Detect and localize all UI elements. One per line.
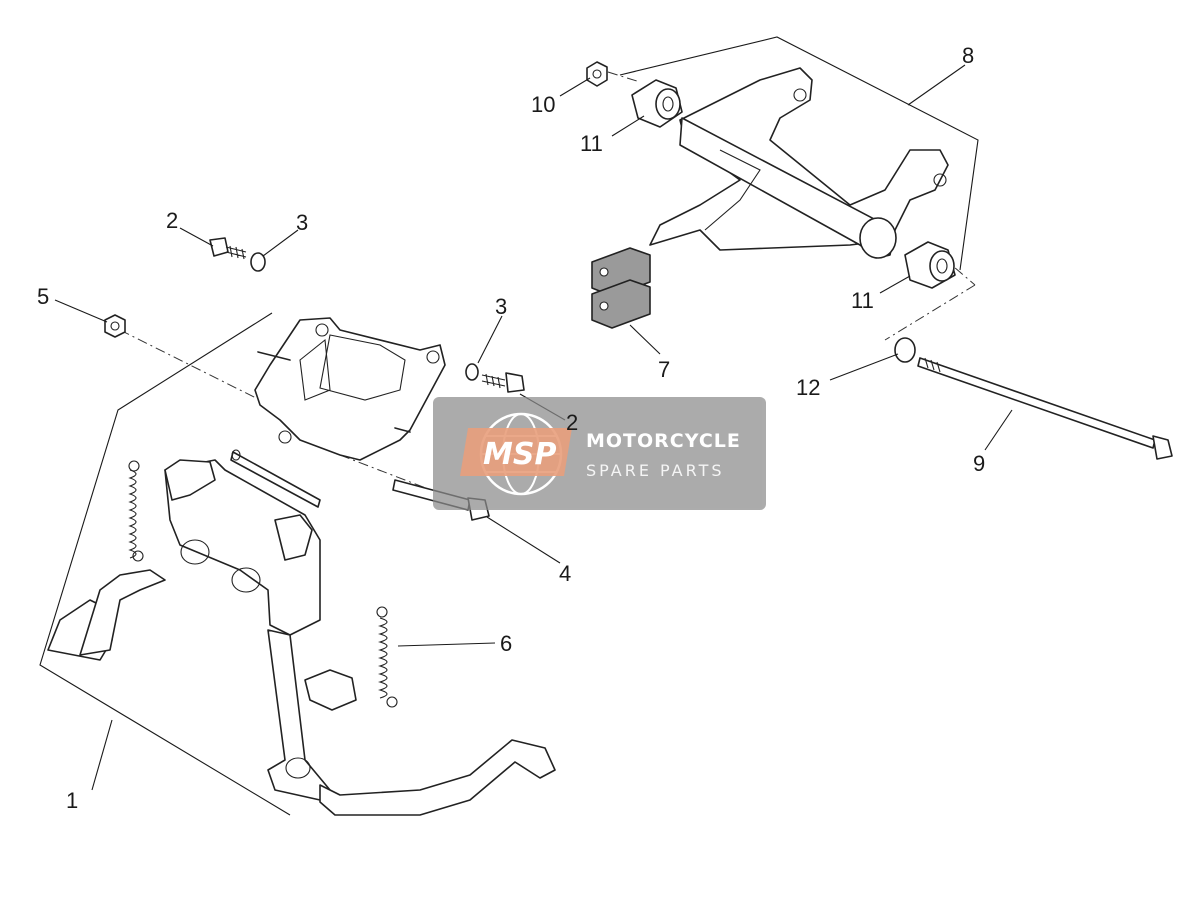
callout-8: 8 — [962, 43, 974, 68]
washer-12 — [894, 337, 916, 363]
callout-labels: 1 2 2 3 3 4 5 6 7 8 9 10 11 11 12 — [37, 43, 985, 813]
nut-5 — [104, 314, 126, 338]
bolt-2-mid — [481, 372, 525, 393]
watermark-line2: SPARE PARTS — [586, 461, 725, 480]
bushing-11-top — [631, 79, 683, 128]
leader-lines — [54, 64, 1013, 791]
callout-11-bottom: 11 — [851, 288, 874, 313]
pivot-pin — [230, 449, 321, 508]
callout-11-top: 11 — [580, 131, 603, 156]
swingarm-8 — [649, 67, 949, 259]
washer-3-top — [250, 252, 266, 272]
swingarm-group-outline — [619, 36, 979, 271]
axle-bolt-9 — [917, 357, 1173, 460]
spring-6 — [376, 606, 398, 708]
callout-4: 4 — [559, 561, 571, 586]
main-stand — [47, 459, 556, 816]
callout-2-top: 2 — [166, 208, 178, 233]
watermark-line1: MOTORCYCLE — [586, 430, 741, 452]
callout-2-mid: 2 — [566, 410, 578, 435]
callout-12: 12 — [796, 375, 820, 400]
callout-9: 9 — [973, 451, 985, 476]
callout-1: 1 — [66, 788, 78, 813]
watermark-logo-badge — [460, 428, 572, 476]
callout-3-mid: 3 — [495, 294, 507, 319]
callout-7: 7 — [658, 357, 670, 382]
bolt-2-top — [209, 237, 247, 260]
callout-10: 10 — [531, 92, 555, 117]
callout-5: 5 — [37, 284, 49, 309]
rubber-block-7 — [591, 247, 651, 329]
callout-6: 6 — [500, 631, 512, 656]
nut-10 — [586, 61, 608, 87]
washer-3-mid — [465, 363, 479, 381]
callout-3-top: 3 — [296, 210, 308, 235]
watermark-logo: MSP — [483, 437, 556, 472]
watermark: MSP MOTORCYCLE SPARE PARTS — [433, 397, 766, 510]
stand-group-outline — [39, 312, 291, 816]
stand-mount-bracket — [254, 317, 446, 461]
bushing-11-bottom — [904, 241, 956, 289]
watermark-panel — [433, 397, 766, 510]
